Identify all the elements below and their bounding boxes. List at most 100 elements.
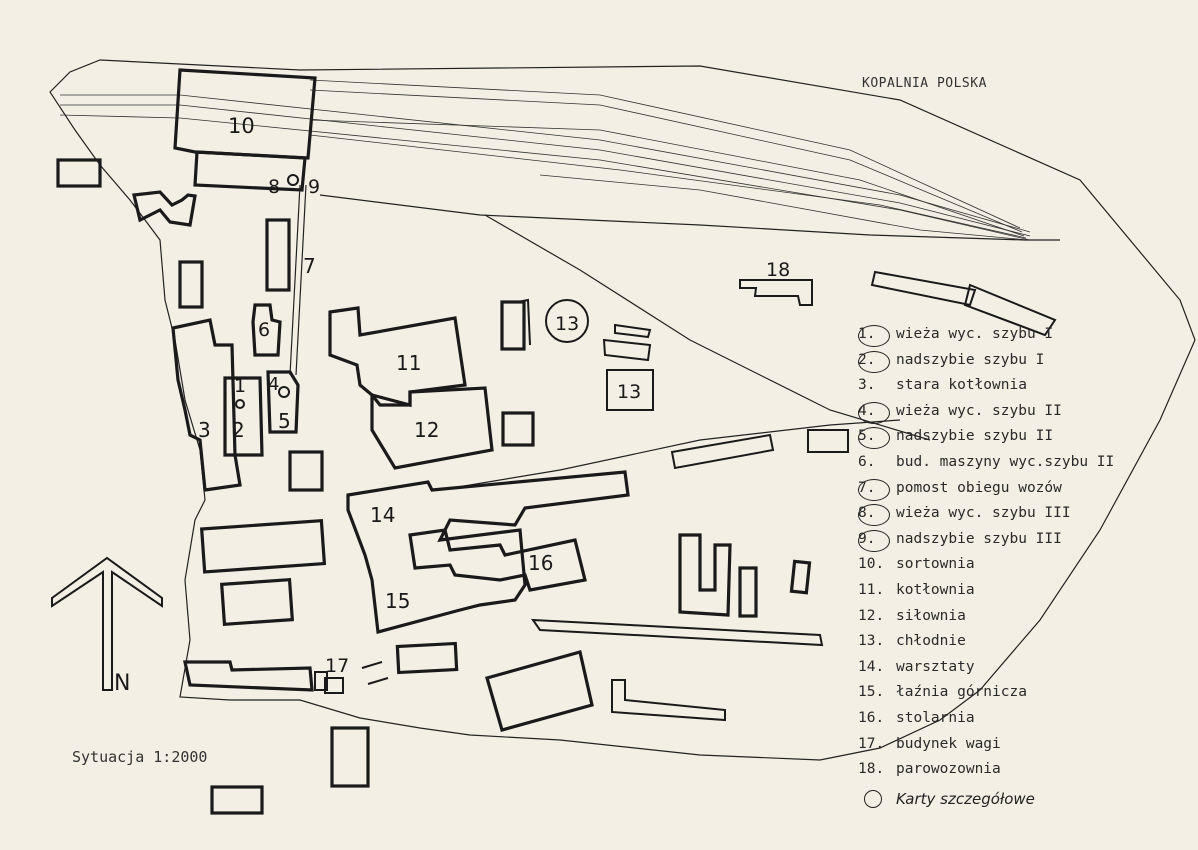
legend-item-number: 5.: [858, 428, 876, 445]
building-7-bridge-pillar[interactable]: [265, 218, 291, 292]
building-west-small[interactable]: [178, 260, 204, 309]
legend-item-number: 1.: [858, 326, 876, 342]
legend-item: 17.budynek wagi: [858, 732, 1158, 758]
building-4-5-shaft-ii[interactable]: [266, 370, 300, 434]
legend-item: 3.stara kotłownia: [858, 373, 1158, 399]
legend-item: 10. sortownia: [858, 552, 1158, 578]
legend-item: 14. warsztaty: [858, 655, 1158, 681]
legend-item-text: nadszybie szybu I: [896, 351, 1045, 368]
shaft-1-marker: [235, 399, 245, 409]
shaft-8-marker: [287, 174, 299, 186]
building-ne-strip-a[interactable]: [870, 270, 977, 307]
legend-item-text: stolarnia: [896, 709, 975, 726]
building-nw-angled[interactable]: [132, 190, 197, 227]
building-east-strip[interactable]: [670, 433, 775, 470]
plan-title: KOPALNIA POLSKA: [862, 76, 987, 91]
cooler-13-square[interactable]: [606, 369, 654, 411]
north-label: N: [114, 671, 130, 696]
legend-item-text: warsztaty: [896, 658, 975, 675]
label-3: 3: [198, 418, 211, 442]
legend-item-number: 12.: [858, 607, 885, 624]
label-16: 16: [528, 551, 553, 575]
building-small-sliver-b[interactable]: [602, 338, 652, 362]
legend-item-number: 7.: [858, 479, 876, 496]
bridge-7-walkway: [289, 184, 307, 376]
legend-item: 8.wieża wyc. szybu III: [858, 501, 1158, 527]
building-west-rect[interactable]: [219, 577, 295, 627]
building-small-north[interactable]: [500, 300, 526, 351]
legend-item-text: bud. maszyny wyc.szybu II: [896, 453, 1115, 470]
detail-sheets-note: Karty szczegółowe: [864, 790, 1035, 808]
label-5: 5: [278, 409, 291, 433]
label-4: 4: [268, 374, 279, 395]
building-long-east[interactable]: [531, 618, 824, 647]
building-3-old-boilerhouse[interactable]: [171, 318, 242, 492]
legend-item-number: 10.: [858, 556, 885, 573]
building-17-kiosk-a[interactable]: [314, 671, 328, 691]
building-1-2-shaft-i[interactable]: [223, 376, 264, 457]
legend-item: 9.nadszybie szybu III: [858, 527, 1158, 553]
circle-marker-icon: [864, 790, 882, 808]
building-square-mid[interactable]: [501, 411, 535, 447]
detail-sheets-label: Karty szczegółowe: [896, 790, 1035, 808]
legend-item-number: 2.: [858, 351, 876, 368]
building-west-long[interactable]: [199, 518, 327, 574]
building-small-sliver-a[interactable]: [614, 323, 652, 339]
building-u-shape[interactable]: [678, 533, 732, 617]
building-16-carpentry[interactable]: [408, 528, 587, 592]
legend-item: 12. siłownia: [858, 604, 1158, 630]
legend-item: 6. bud. maszyny wyc.szybu II: [858, 450, 1158, 476]
label-15: 15: [385, 589, 410, 613]
scale-note: Sytuacja 1:2000: [72, 748, 208, 766]
building-south-bottom[interactable]: [210, 785, 264, 815]
building-ne-strip-b[interactable]: [963, 283, 1057, 337]
building-6-machine-house[interactable]: [251, 303, 282, 357]
building-nw-small[interactable]: [56, 158, 102, 188]
building-17-weighbridge[interactable]: [183, 660, 314, 692]
building-l-south[interactable]: [611, 679, 726, 722]
legend-item-text: sortownia: [896, 556, 975, 573]
rail-siding-south: [319, 194, 1060, 241]
label-14: 14: [370, 503, 395, 527]
gate-marks: [361, 661, 389, 685]
building-14-15-workshops-baths[interactable]: [346, 470, 630, 635]
legend-item: 7.pomost obiegu wozów: [858, 476, 1158, 502]
label-17: 17: [325, 655, 349, 677]
label-18: 18: [766, 259, 790, 281]
building-south-west[interactable]: [330, 726, 370, 788]
building-central-small[interactable]: [288, 450, 324, 492]
legend-item-text: kotłownia: [896, 581, 975, 598]
label-8: 8: [268, 176, 280, 198]
building-12-powerhouse[interactable]: [370, 386, 494, 470]
legend-item-text: łaźnia górnicza: [896, 684, 1027, 701]
legend-item: 2. nadszybie szybu I: [858, 348, 1158, 374]
legend-item-number: 6.: [858, 453, 876, 470]
building-east-bar-a[interactable]: [738, 566, 758, 618]
building-south-large[interactable]: [485, 650, 594, 732]
label-11: 11: [396, 351, 421, 375]
building-east-square[interactable]: [807, 429, 849, 453]
label-10: 10: [228, 114, 255, 138]
legend-item-number: 16.: [858, 709, 885, 726]
building-south-small[interactable]: [395, 641, 459, 675]
building-10-annex[interactable]: [193, 150, 307, 192]
building-17-kiosk-b[interactable]: [324, 677, 344, 694]
legend-item-number: 11.: [858, 581, 885, 598]
legend-item: 11. kotłownia: [858, 578, 1158, 604]
legend-item: 18.parowozownia: [858, 757, 1158, 783]
building-east-bar-b[interactable]: [789, 559, 812, 595]
legend-item: 4. wieża wyc. szybu II: [858, 399, 1158, 425]
label-13-circle: 13: [555, 313, 579, 335]
legend-item-number: 14.: [858, 658, 885, 675]
legend-item-text: parowozownia: [896, 761, 1001, 778]
cooler-13-circle[interactable]: [545, 299, 589, 343]
legend-item-text: budynek wagi: [896, 735, 1001, 752]
legend-item-text: siłownia: [896, 607, 966, 624]
building-18-locomotive-shed[interactable]: [739, 279, 813, 306]
legend-item-text: wieża wyc. szybu II: [896, 402, 1062, 419]
road-east: [439, 419, 901, 491]
legend-item-number: 4.: [858, 402, 876, 419]
